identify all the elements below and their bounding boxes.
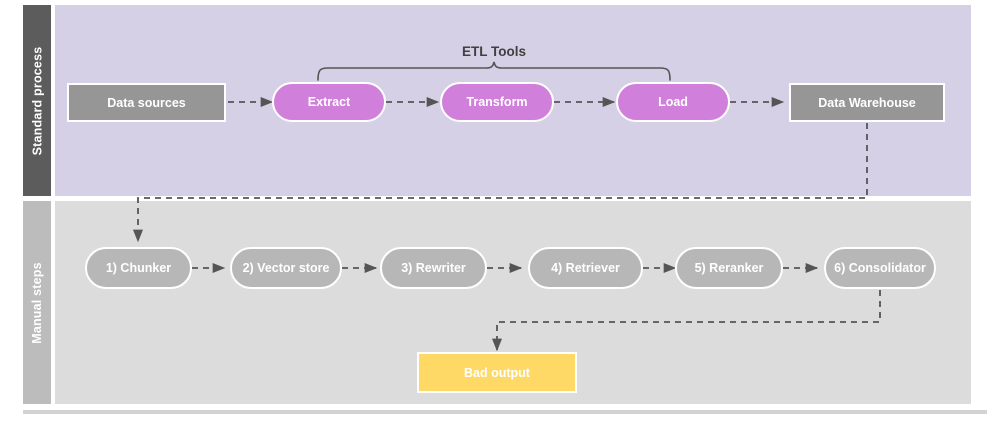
node-label-transform: Transform — [466, 95, 528, 109]
node-label-bad-output: Bad output — [464, 365, 530, 380]
lane-header-manual-steps: Manual steps — [23, 201, 51, 404]
bottom-divider — [23, 410, 987, 414]
node-label-data-warehouse: Data Warehouse — [818, 95, 916, 110]
node-label-load: Load — [658, 95, 688, 109]
node-label-rewriter: 3) Rewriter — [401, 261, 466, 275]
node-label-retriever: 4) Retriever — [551, 261, 620, 275]
node-transform[interactable]: Transform — [440, 82, 554, 122]
node-reranker[interactable]: 5) Reranker — [675, 247, 783, 289]
node-vector-store[interactable]: 2) Vector store — [230, 247, 342, 289]
node-label-consolidator: 6) Consolidator — [834, 261, 926, 275]
lane-header-standard-process: Standard process — [23, 5, 51, 196]
node-label-reranker: 5) Reranker — [694, 261, 764, 275]
node-label-vector-store: 2) Vector store — [242, 261, 330, 275]
node-consolidator[interactable]: 6) Consolidator — [824, 247, 936, 289]
node-load[interactable]: Load — [616, 82, 730, 122]
etl-tools-label: ETL Tools — [462, 44, 526, 59]
node-extract[interactable]: Extract — [272, 82, 386, 122]
node-chunker[interactable]: 1) Chunker — [85, 247, 192, 289]
node-retriever[interactable]: 4) Retriever — [528, 247, 643, 289]
node-data-sources[interactable]: Data sources — [67, 83, 226, 122]
node-bad-output[interactable]: Bad output — [417, 352, 577, 393]
node-label-data-sources: Data sources — [107, 95, 186, 110]
node-rewriter[interactable]: 3) Rewriter — [380, 247, 487, 289]
node-label-chunker: 1) Chunker — [105, 261, 172, 275]
node-data-warehouse[interactable]: Data Warehouse — [789, 83, 945, 122]
lane-label-manual-steps: Manual steps — [30, 261, 44, 344]
lane-label-standard-process: Standard process — [30, 46, 45, 155]
node-label-extract: Extract — [307, 95, 351, 109]
